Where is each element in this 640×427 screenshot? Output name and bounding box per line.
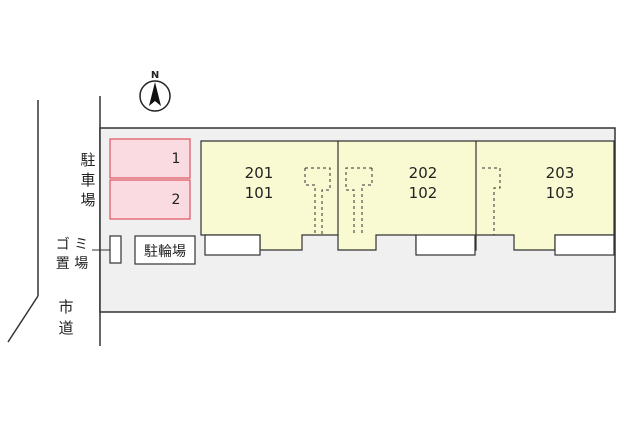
parking-space-number: 2: [172, 192, 181, 208]
garbage-area: ゴ ミ 置 場: [56, 235, 122, 272]
road-corner-line: [7, 295, 39, 343]
parking-label-char: 駐: [80, 151, 95, 169]
road-label-char: 市: [58, 298, 73, 316]
garbage-label-line: 置 場: [56, 256, 88, 272]
parking-area: 1 2: [109, 138, 191, 220]
garbage-box: [109, 235, 122, 264]
balcony: [415, 234, 476, 256]
garbage-label-line: ゴ ミ: [56, 236, 88, 253]
stair-outline: [345, 167, 373, 235]
parking-space-number: 1: [172, 151, 181, 167]
building: 201 101 202 102 203 103: [200, 140, 615, 256]
bicycle-parking-label: 駐輪場: [144, 243, 186, 260]
unit-number-lower: 103: [546, 184, 575, 202]
stair-outline: [482, 167, 501, 235]
bicycle-parking: 駐輪場: [134, 235, 196, 265]
unit-number-upper: 202: [409, 164, 438, 182]
road-label-char: 道: [58, 319, 73, 337]
parking-space-1: [109, 138, 191, 179]
parking-label-char: 場: [80, 191, 95, 209]
unit-number-lower: 101: [245, 184, 274, 202]
parking-label-char: 車: [80, 171, 95, 189]
balcony: [554, 234, 615, 256]
north-label: N: [151, 70, 159, 81]
bicycle-parking-box: [134, 235, 196, 265]
unit-number-upper: 203: [546, 164, 575, 182]
balcony: [204, 234, 261, 256]
parking-label: 駐 車 場: [80, 151, 95, 209]
north-arrow-icon: [149, 82, 161, 106]
unit-number-upper: 201: [245, 164, 274, 182]
compass: N: [139, 70, 171, 112]
unit-number-lower: 102: [409, 184, 438, 202]
stair-outline: [304, 167, 331, 235]
road-label: 市 道: [58, 298, 73, 337]
parking-space-2: [109, 179, 191, 220]
